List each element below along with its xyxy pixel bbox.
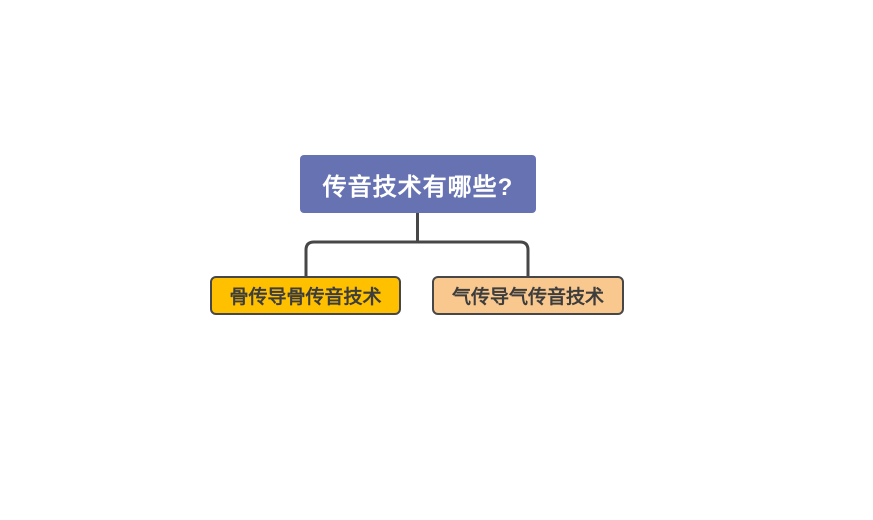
node-air-conduction-label: 气传导气传音技术: [451, 287, 604, 308]
connector-branch: [304, 240, 530, 277]
node-bone-conduction-label: 骨传导骨传音技术: [229, 287, 382, 308]
root-node[interactable]: 传音技术有哪些?: [300, 155, 536, 213]
root-node-label: 传音技术有哪些?: [322, 173, 514, 201]
node-air-conduction[interactable]: 气传导气传音技术: [432, 276, 624, 315]
node-bone-conduction[interactable]: 骨传导骨传音技术: [210, 276, 401, 315]
